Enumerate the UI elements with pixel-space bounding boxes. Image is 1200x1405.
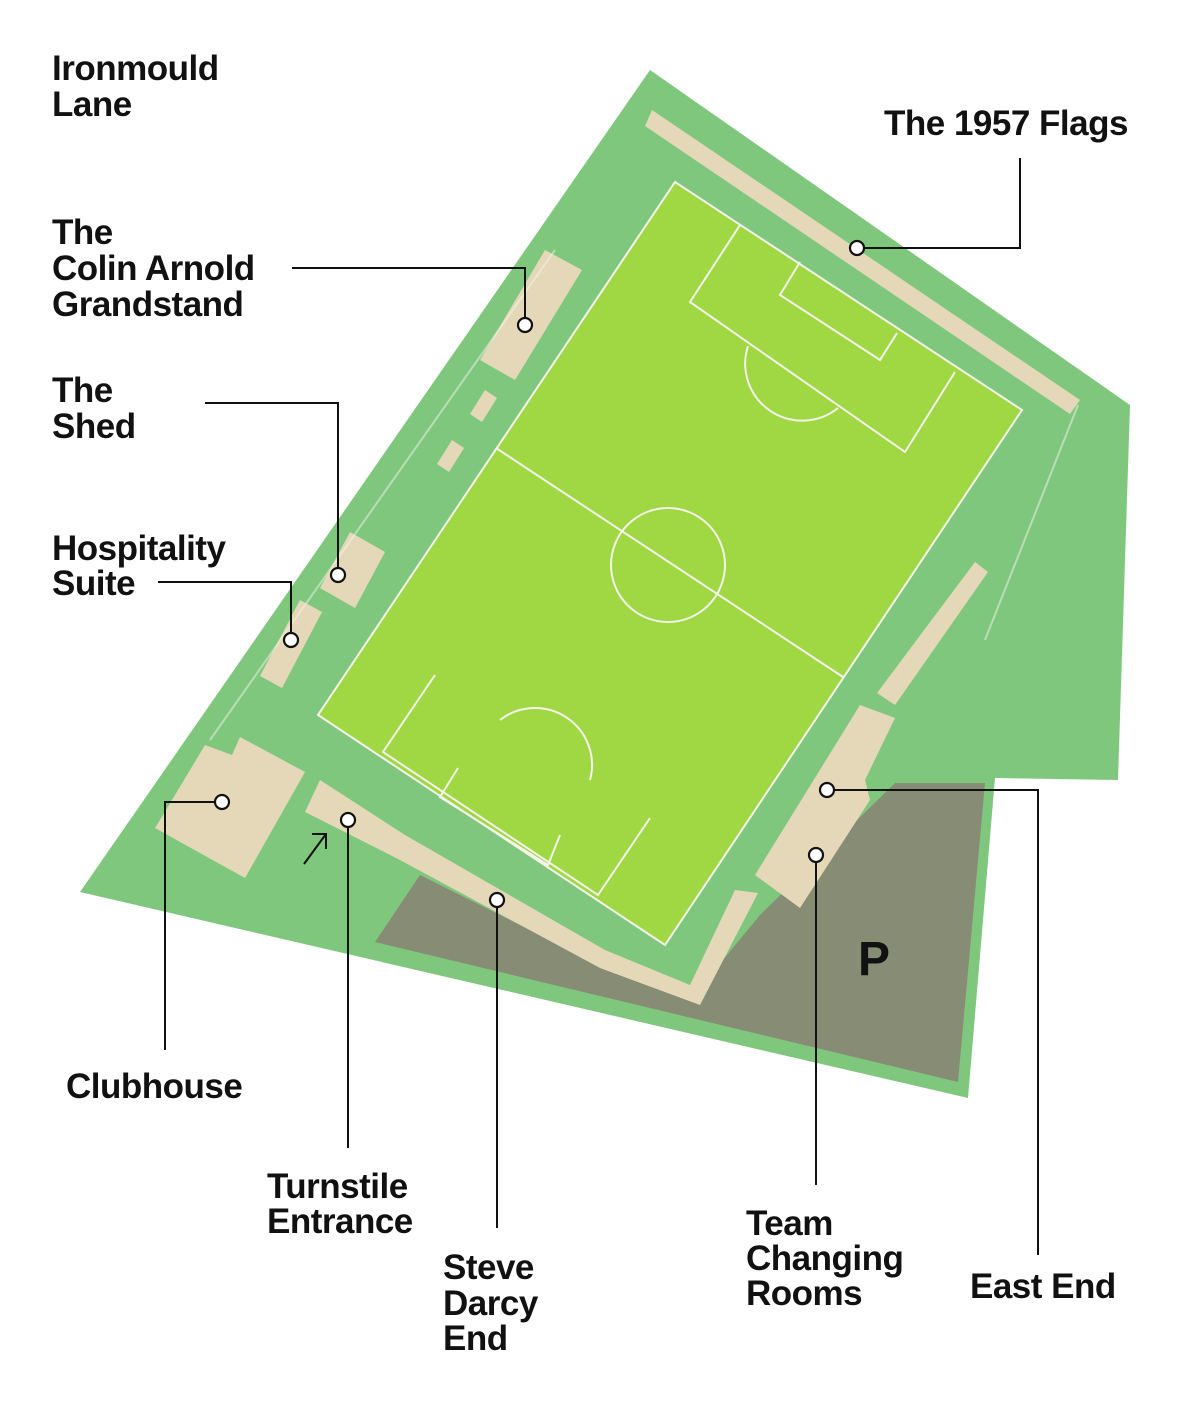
marker-turnstile[interactable] [339,811,357,829]
east-end-stand [877,562,988,705]
label-hospitality: Suite [52,564,135,603]
parking-label: P [858,933,890,986]
label-turnstile: Turnstile [267,1167,408,1206]
kiosk [437,440,464,472]
leader-hospitality [158,581,292,640]
the-shed [320,532,385,608]
halfway-line [495,447,844,678]
marker-flags[interactable] [848,239,866,257]
label-team-changing: Changing [746,1239,903,1278]
marker-clubhouse[interactable] [213,793,231,811]
leader-flags [857,158,1021,249]
penalty-box-bottom [381,674,651,897]
label-shed: The [52,371,113,410]
label-ironmould-lane: Ironmould [52,49,219,88]
label-clubhouse: Clubhouse [66,1067,242,1106]
leader-clubhouse [164,801,222,1050]
team-changing-rooms [755,705,895,908]
label-shed: Shed [52,407,136,446]
entrance-arrow-icon [303,833,327,865]
marker-shed[interactable] [329,566,347,584]
marker-colin[interactable] [516,316,534,334]
flags-stand [645,110,1080,414]
marker-hospitality[interactable] [282,631,300,649]
six-yard-box-bottom [438,767,561,867]
centre-circle [610,507,726,623]
label-turnstile: Entrance [267,1202,413,1241]
leader-east [827,789,1039,1255]
steve-darcy-end [305,780,758,1005]
label-hospitality: Hospitality [52,529,226,568]
label-east-end: East End [970,1267,1116,1306]
penalty-box-top [688,224,956,454]
kiosk [470,390,497,422]
marker-steve[interactable] [488,891,506,909]
label-colin-arnold: Grandstand [52,285,243,324]
marker-east[interactable] [818,781,836,799]
colin-arnold-grandstand [480,250,582,380]
label-steve-darcy: End [443,1319,508,1358]
clubhouse [155,737,305,878]
label-ironmould-lane: Lane [52,85,132,124]
label-steve-darcy: Steve [443,1248,534,1287]
label-1957-flags: The 1957 Flags [884,104,1128,143]
penalty-arc-bottom [499,706,593,781]
marker-team[interactable] [807,846,825,864]
leader-shed [205,402,339,575]
label-colin-arnold: Colin Arnold [52,249,255,288]
label-steve-darcy: Darcy [443,1284,539,1323]
boundary-line [984,404,1079,641]
penalty-arc-top [744,345,839,422]
six-yard-box-top [778,261,898,362]
label-team-changing: Rooms [746,1274,862,1313]
leader-colin [292,267,526,325]
label-colin-arnold: The [52,213,113,252]
boundary-line [209,249,556,741]
label-team-changing: Team [746,1204,833,1243]
